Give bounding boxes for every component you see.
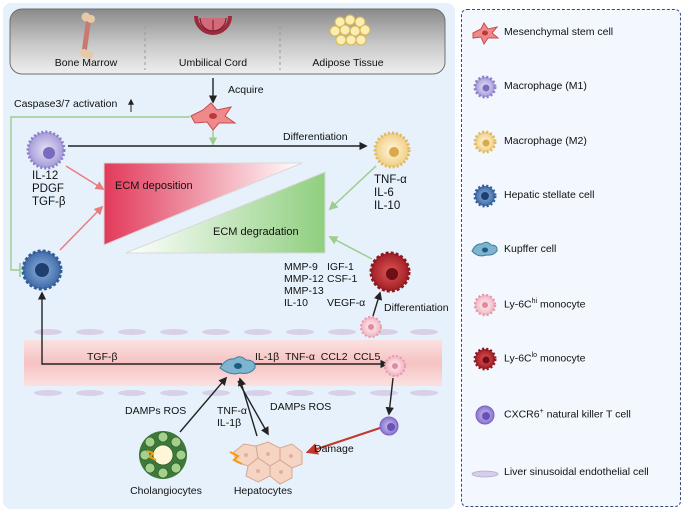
macrophage-m1-icon bbox=[473, 75, 497, 99]
legend-item-nkt: CXCR6+ natural killer T cell bbox=[462, 400, 680, 430]
macrophage-m2 bbox=[373, 131, 411, 169]
caspase-label: Caspase3/7 activation bbox=[14, 98, 118, 110]
ecm-degradation-wedge bbox=[125, 171, 326, 254]
legend: Mesenchymal stem cell Macrophage (M1) Ma… bbox=[461, 9, 681, 507]
lylo-to-degradation-arrow bbox=[328, 236, 373, 260]
lyhi-differentiation-arrow bbox=[372, 291, 383, 317]
ecm-deposition-wedge bbox=[103, 162, 303, 246]
legend-label-m2: Macrophage (M2) bbox=[504, 135, 587, 147]
ecm-deposition-label: ECM deposition bbox=[115, 180, 193, 192]
legend-label-ly6c-lo: Ly-6Clo monocyte bbox=[504, 352, 586, 365]
cholangiocyte-damps-arrow bbox=[179, 376, 228, 433]
mmp-factors-label: MMP-9 MMP-12 MMP-13 IL-10 bbox=[284, 261, 324, 310]
source-adipose-tissue: Adipose Tissue bbox=[312, 57, 384, 69]
acquire-label: Acquire bbox=[228, 84, 264, 96]
legend-item-lsec: Liver sinusoidal endothelial cell bbox=[462, 458, 680, 488]
liver-sinusoid bbox=[24, 329, 442, 396]
m1-to-deposition-arrow bbox=[65, 165, 105, 190]
hsc-to-deposition-arrow bbox=[59, 205, 104, 251]
umbilical-cord-icon bbox=[194, 15, 232, 35]
hepatocytes-label: Hepatocytes bbox=[233, 485, 293, 497]
damage-arrow bbox=[305, 427, 381, 455]
source-umbilical-cord: Umbilical Cord bbox=[178, 57, 248, 69]
legend-item-msc: Mesenchymal stem cell bbox=[462, 18, 680, 48]
source-bone-marrow: Bone Marrow bbox=[54, 57, 118, 69]
legend-item-m1: Macrophage (M1) bbox=[462, 72, 680, 102]
damps-ros-right-label: DAMPs ROS bbox=[270, 401, 332, 413]
legend-label-ly6c-hi: Ly-6Chi monocyte bbox=[504, 298, 586, 311]
adipose-tissue-icon bbox=[329, 14, 371, 46]
tgf-beta-arrow bbox=[37, 291, 222, 365]
macrophage-m1 bbox=[26, 130, 66, 170]
m1-factors-label: IL-12 PDGF TGF-β bbox=[32, 170, 66, 209]
damps-ros-left-label: DAMPs ROS bbox=[125, 405, 187, 417]
ly6c-lo-monocyte bbox=[369, 251, 411, 293]
hepatocytes bbox=[229, 441, 303, 485]
mesenchymal-stem-cell-icon bbox=[472, 22, 500, 46]
to-nkt-arrow bbox=[385, 377, 394, 416]
cxcr6-nkt-cell bbox=[379, 416, 399, 436]
hepatic-stellate-cell-icon bbox=[473, 184, 497, 208]
legend-item-ly6c-hi: Ly-6Chi monocyte bbox=[462, 290, 680, 320]
macrophage-m2-icon bbox=[473, 130, 497, 154]
differentiation-right-label: Differentiation bbox=[384, 302, 449, 314]
msc-source-banner bbox=[9, 8, 446, 75]
differentiation-top-label: Differentiation bbox=[283, 131, 348, 143]
legend-label-m1: Macrophage (M1) bbox=[504, 80, 587, 92]
kupffer-cell-icon bbox=[471, 241, 498, 257]
legend-label-msc: Mesenchymal stem cell bbox=[504, 26, 614, 38]
m2-to-degradation-arrow bbox=[328, 165, 377, 211]
m2-factors-label: TNF-α IL-6 IL-10 bbox=[374, 174, 407, 213]
ly6c-hi-monocyte bbox=[360, 316, 382, 338]
legend-item-hsc: Hepatic stellate cell bbox=[462, 181, 680, 211]
legend-label-nkt: CXCR6+ natural killer T cell bbox=[504, 408, 631, 421]
cholangiocytes-label: Cholangiocytes bbox=[130, 485, 202, 497]
ly6c-hi-monocyte-sinusoid bbox=[384, 355, 406, 377]
legend-label-kupffer: Kupffer cell bbox=[504, 243, 557, 255]
hepatic-stellate-cell bbox=[21, 249, 63, 291]
legend-item-m2: Macrophage (M2) bbox=[462, 127, 680, 157]
kupffer-cell bbox=[219, 356, 256, 375]
ly6c-hi-monocyte-icon bbox=[473, 293, 497, 317]
legend-label-lsec: Liver sinusoidal endothelial cell bbox=[504, 466, 649, 478]
lsec-icon bbox=[471, 470, 499, 478]
ly6c-lo-monocyte-icon bbox=[473, 347, 497, 371]
damage-label: Damage bbox=[314, 443, 354, 455]
kupffer-factors-label: IL-1β TNF-α CCL2 CCL5 bbox=[255, 351, 381, 363]
legend-label-hsc: Hepatic stellate cell bbox=[504, 189, 595, 201]
cholangiocytes bbox=[139, 431, 187, 479]
tgf-beta-label: TGF-β bbox=[87, 351, 118, 363]
kupffer-to-hepatocyte-arrow bbox=[237, 380, 269, 436]
tnf-il1b-label: TNF-α IL-1β bbox=[217, 405, 247, 430]
ecm-degradation-label: ECM degradation bbox=[213, 226, 299, 238]
caspase-inhibition-line bbox=[10, 116, 190, 271]
legend-item-ly6c-lo: Ly-6Clo monocyte bbox=[462, 344, 680, 374]
growth-factors-label: IGF-1 CSF-1 VEGF-α bbox=[327, 261, 366, 310]
cxcr6-nkt-cell-icon bbox=[475, 405, 495, 425]
bone-marrow-icon bbox=[80, 12, 95, 59]
mesenchymal-stem-cell bbox=[190, 102, 237, 131]
legend-item-kupffer: Kupffer cell bbox=[462, 235, 680, 265]
